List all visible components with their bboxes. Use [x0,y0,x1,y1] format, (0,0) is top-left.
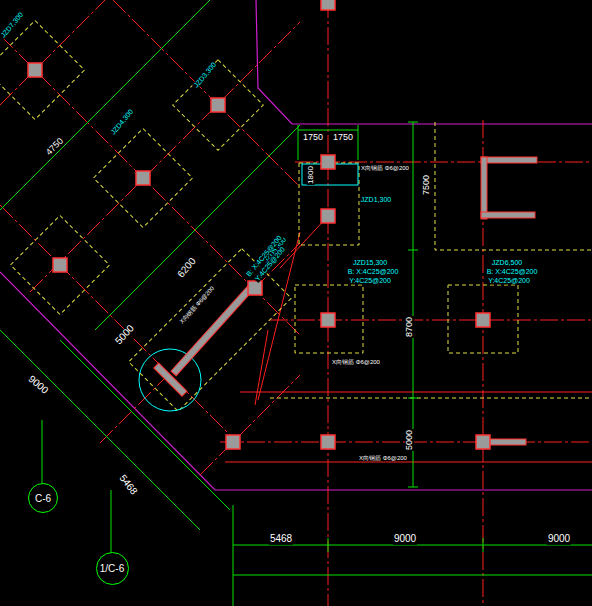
dimension-text: 9000 [547,534,571,545]
dimension-text: 5468 [116,472,139,498]
dimension-text: X向钢筋 Φ6@200 [331,359,381,365]
dimension-text: X向钢筋 Φ6@200 [360,165,410,171]
rebar-note: JZD6,500 [491,259,523,266]
wall [154,157,537,445]
rebar-note: JZD4,300 [109,107,135,137]
rebar-note: JZD7,300 [0,10,25,40]
dimension-text: 7500 [422,174,431,196]
rebar-note: B: X:4C25@200 [486,268,539,275]
dimension-text: 1750 [302,133,324,142]
dimension-text: 6200 [175,255,199,280]
axis-bubble: C-6 [28,483,58,513]
dimension-text: 8700 [405,316,414,338]
column [28,0,490,449]
rebar-note: JZD3,300 [192,60,218,90]
rebar-note: Y:4C25@200 [348,277,392,284]
dimension-text: 5000 [405,429,414,451]
dimension-text: X向钢筋 Φ6@200 [178,284,216,325]
dimension-text: X向钢筋 Φ6@200 [358,455,408,461]
rebar-note: JZD15,300 [352,259,388,266]
axis-bubble: 1/C-6 [96,552,129,585]
boundary-line [0,0,592,490]
dimension-text: 5468 [269,534,293,545]
dimension-text: 1800 [307,165,315,185]
dimension-text: 1750 [332,133,354,142]
axis-label: 1/C-6 [100,563,124,574]
axis-label: C-6 [35,493,51,504]
dimension-text: 9000 [393,534,417,545]
rebar-note: B: X:4C25@200 [347,268,400,275]
rebar-note: Y:4C25@200 [487,277,531,284]
pile-cap [0,21,592,412]
rebar-note: JZD1,300 [360,196,392,203]
outline-line [225,216,592,462]
dimension-text: 5000 [113,322,137,347]
